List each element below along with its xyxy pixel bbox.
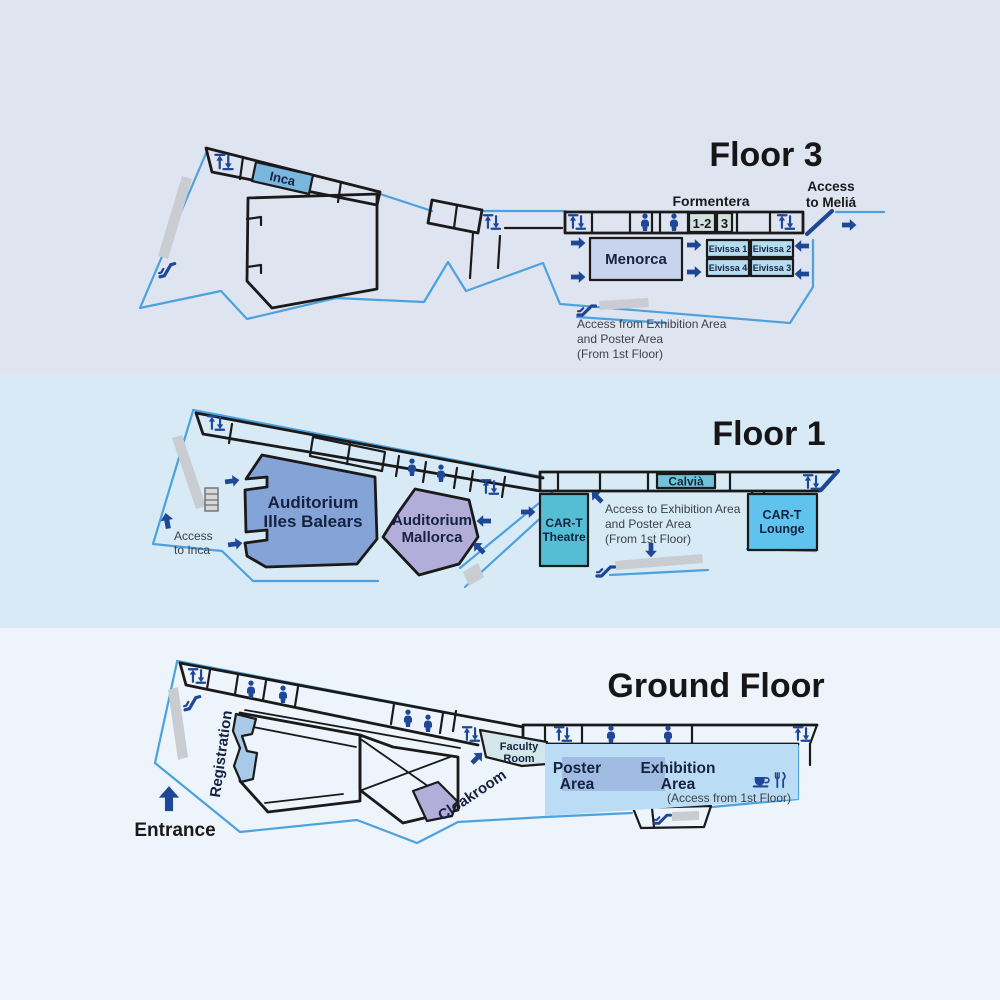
room-eivissa-2-label: Eivissa 2: [753, 244, 792, 254]
access-to-inca-line2: to Inca: [174, 543, 210, 557]
floor1-band: [0, 375, 1000, 628]
access-melia-line1: Access: [807, 179, 854, 194]
access-to-exhibition-line2: and Poster Area: [605, 517, 691, 531]
room-auditorium-illes-balears: [243, 453, 379, 569]
room-3: [715, 211, 734, 234]
exhibition-label-line1: Exhibition: [641, 760, 716, 777]
stairs-strip: [172, 435, 206, 509]
room-1-2-label: 1-2: [693, 216, 712, 231]
floor3-title: Floor 3: [709, 136, 822, 174]
room-calvia: [655, 472, 717, 490]
formentera-label: Formentera: [672, 193, 749, 209]
room-eivissa-1-label: Eivissa 1: [709, 244, 748, 254]
room-auditorium-mallorca: [381, 487, 480, 577]
floor1-map: Floor 1: [151, 408, 841, 589]
room-inca-label: Inca: [268, 168, 297, 189]
poster-label-line1: Poster: [553, 760, 601, 777]
room-eivissa-4-label: Eivissa 4: [709, 263, 748, 273]
auditorium-mallorca-label-line1: Auditorium: [392, 512, 472, 529]
stairs-strip: [599, 298, 649, 310]
room-menorca-label: Menorca: [605, 251, 667, 268]
stairs-strip: [615, 554, 703, 570]
room-cart-lounge: [746, 492, 819, 552]
room-eivissa-3: [749, 257, 795, 278]
faculty-label-line1: Faculty: [500, 741, 539, 753]
access-to-exhibition-line3: (From 1st Floor): [605, 532, 691, 546]
access-to-inca-line1: Access: [174, 529, 213, 543]
floor3-outline: [138, 149, 886, 325]
room-calvia-label: Calvià: [668, 475, 704, 489]
faculty-label-line2: Room: [503, 753, 534, 765]
ground-floor-band: [0, 628, 1000, 1000]
cart-theatre-label-line2: Theatre: [542, 530, 586, 544]
ground-floor-title: Ground Floor: [607, 667, 824, 705]
access-from-exhibition-line3: (From 1st Floor): [577, 347, 663, 361]
auditorium-illes-label-line1: Auditorium: [268, 493, 359, 512]
floor3-map: Floor 3: [138, 136, 886, 361]
floor3-band: [0, 0, 1000, 375]
auditorium-illes-label-line2: Illes Balears: [263, 512, 362, 531]
stairs-strip: [158, 176, 192, 259]
room-menorca: [588, 236, 684, 282]
exhibition-label-line2: Area: [661, 776, 696, 793]
room-eivissa-3-label: Eivissa 3: [753, 263, 792, 273]
room-cart-theatre: [538, 492, 590, 568]
room-1-2: [687, 211, 717, 234]
room-eivissa-1: [705, 238, 751, 259]
access-to-exhibition-line1: Access to Exhibition Area: [605, 502, 741, 516]
stairs-strip: [672, 811, 699, 821]
poster-label-line2: Area: [560, 776, 595, 793]
stairs-strip: [463, 563, 484, 586]
room-cloakroom: [411, 780, 459, 823]
cart-lounge-label-line2: Lounge: [759, 522, 804, 536]
room-eivissa-4: [705, 257, 751, 278]
floor1-title: Floor 1: [712, 415, 825, 453]
auditorium-mallorca-label-line2: Mallorca: [402, 529, 464, 546]
stairs-strip: [168, 687, 188, 760]
access-from-exhibition-line2: and Poster Area: [577, 332, 663, 346]
room-inca: [250, 160, 315, 196]
room-faculty: [478, 728, 549, 768]
entrance-label: Entrance: [134, 820, 215, 841]
area-poster: [562, 757, 665, 791]
access-from-exhibition-line1: Access from Exhibition Area: [577, 317, 727, 331]
cart-theatre-label-line1: CAR-T: [545, 516, 583, 530]
room-3-label: 3: [721, 216, 728, 231]
room-eivissa-2: [749, 238, 795, 259]
stairs-box: [204, 487, 219, 512]
access-from-first-floor-label: (Access from 1st Floor): [667, 791, 791, 805]
access-melia-line2: to Meliá: [806, 195, 857, 210]
room-registration: [231, 712, 259, 784]
cart-lounge-label-line1: CAR-T: [763, 508, 802, 522]
